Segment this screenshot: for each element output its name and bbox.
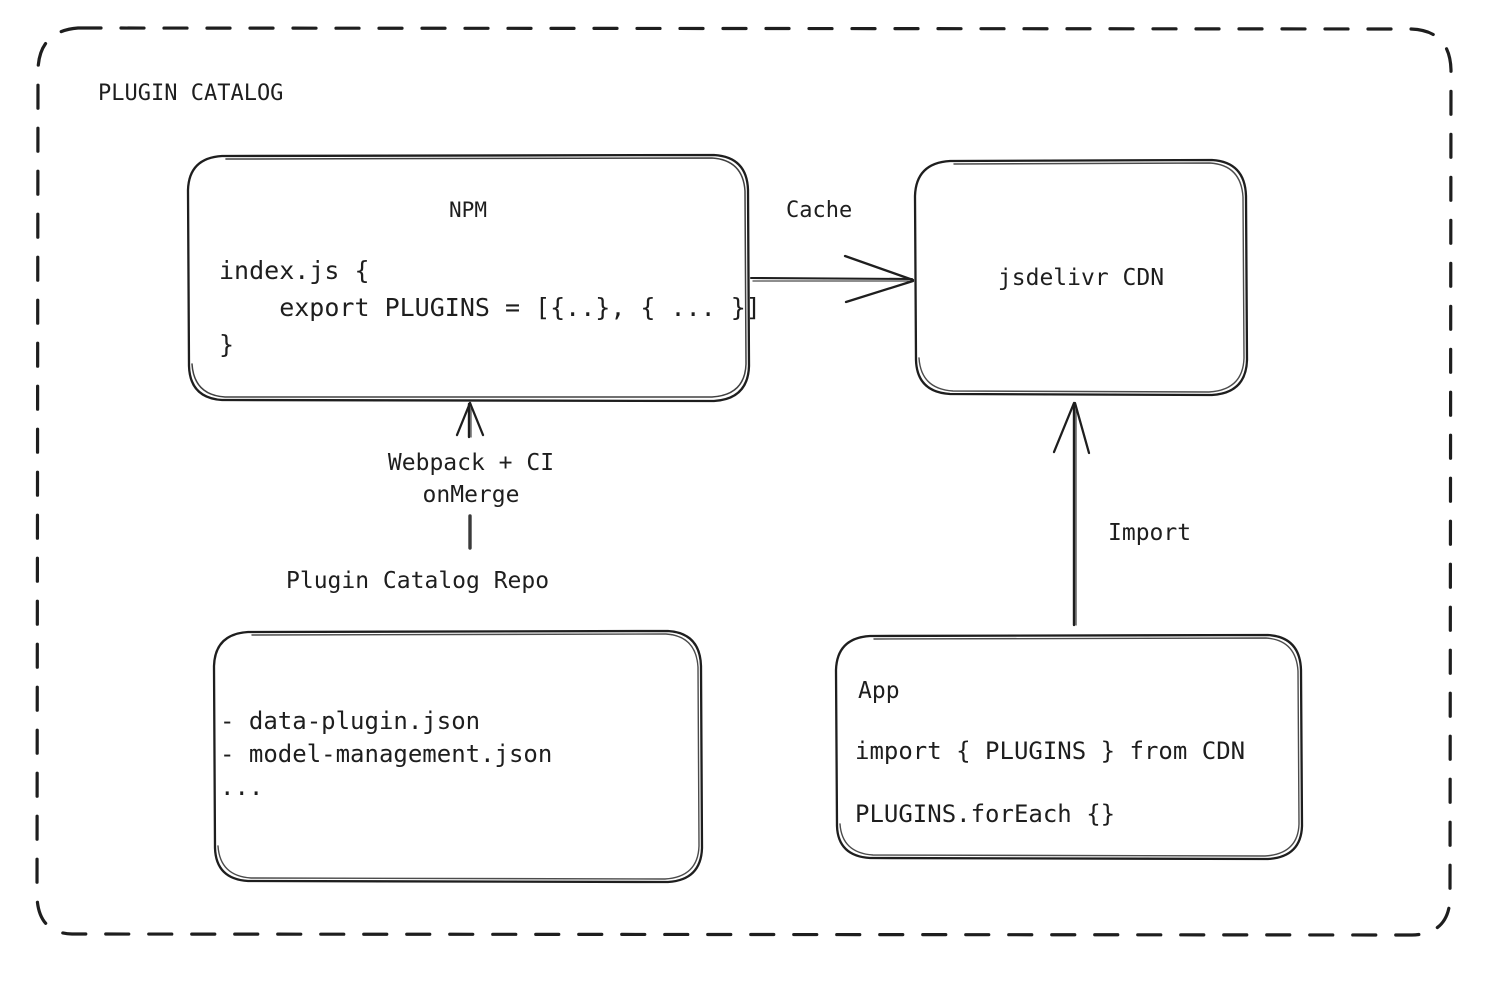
import-edge-label: Import (1108, 520, 1192, 546)
app-node-import-line: import { PLUGINS } from CDN (855, 737, 1246, 765)
npm-node-title: NPM (449, 198, 487, 222)
repo-node-file-list: - data-plugin.json - model-management.js… (220, 707, 553, 801)
npm-node-code: index.js { export PLUGINS = [{..}, { ...… (219, 256, 761, 359)
group-title: PLUGIN CATALOG (98, 81, 284, 106)
app-node-foreach-line: PLUGINS.forEach {} (855, 800, 1116, 828)
cache-edge-label: Cache (786, 198, 853, 223)
build-edge-label: Webpack + CI onMerge (387, 450, 555, 508)
cdn-node-title: jsdelivr CDN (997, 265, 1165, 291)
app-node-title: App (858, 678, 900, 704)
repo-node-caption: Plugin Catalog Repo (286, 568, 550, 594)
cache-arrow (749, 254, 915, 304)
import-arrow (1052, 401, 1091, 627)
